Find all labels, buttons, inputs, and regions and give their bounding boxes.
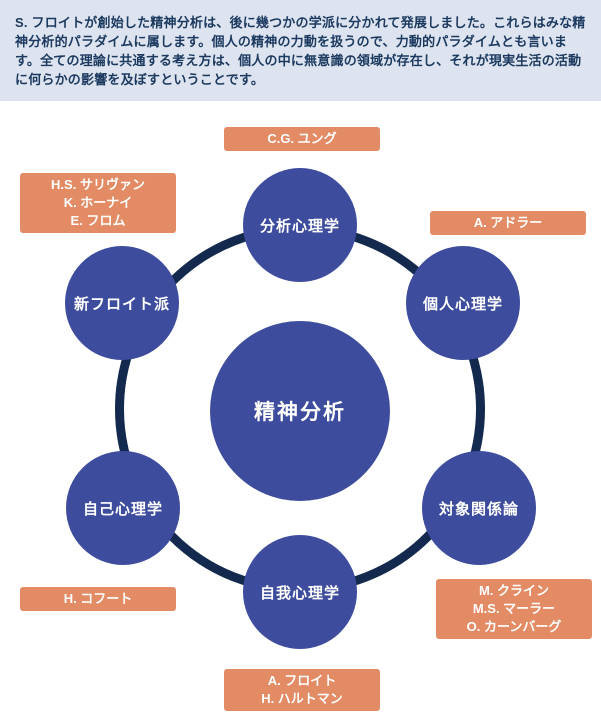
- label-freud-group: A. フロイト H. ハルトマン: [224, 669, 380, 711]
- founder-name: M.S. マーラー: [472, 601, 556, 616]
- founder-name: O. カーンバーグ: [466, 619, 562, 634]
- school-name: 対象関係論: [438, 500, 519, 518]
- psychoanalysis-schools-diagram: 分析心理学 個人心理学 対象関係論 自我心理学 自己心理学 新フロイト派 精神分…: [0, 101, 601, 719]
- school-name: 新フロイト派: [73, 295, 170, 313]
- label-sullivan-group: H.S. サリヴァン K. ホーナイ E. フロム: [20, 173, 176, 233]
- school-name: 分析心理学: [259, 217, 340, 235]
- founder-name: H.S. サリヴァン: [51, 177, 145, 192]
- node-self-psychology: 自己心理学: [66, 451, 180, 565]
- founder-name: M. クライン: [478, 583, 550, 598]
- founder-name: K. ホーナイ: [63, 195, 133, 210]
- founder-name: E. フロム: [70, 213, 126, 228]
- founder-name: A. フロイト: [267, 673, 337, 688]
- node-individual-psychology: 個人心理学: [406, 246, 520, 360]
- label-kohut: H. コフート: [20, 587, 176, 611]
- founder-name: H. コフート: [63, 591, 133, 606]
- school-name: 自我心理学: [259, 584, 340, 602]
- label-klein-group: M. クライン M.S. マーラー O. カーンバーグ: [436, 579, 592, 639]
- label-adler: A. アドラー: [430, 211, 586, 235]
- founder-name: C.G. ユング: [267, 131, 337, 146]
- node-neo-freudian: 新フロイト派: [65, 246, 179, 360]
- intro-panel: S. フロイトが創始した精神分析は、後に幾つかの学派に分かれて発展しました。これ…: [0, 0, 601, 101]
- founder-name: H. ハルトマン: [261, 691, 343, 706]
- founder-name: A. アドラー: [473, 215, 543, 230]
- center-label: 精神分析: [254, 401, 346, 424]
- school-name: 自己心理学: [82, 500, 163, 518]
- node-analytical-psychology: 分析心理学: [243, 168, 357, 282]
- label-jung: C.G. ユング: [224, 127, 380, 151]
- intro-text: S. フロイトが創始した精神分析は、後に幾つかの学派に分かれて発展しました。これ…: [15, 15, 586, 87]
- node-psychoanalysis-center: 精神分析: [210, 321, 390, 501]
- school-name: 個人心理学: [422, 295, 503, 313]
- node-ego-psychology: 自我心理学: [243, 535, 357, 649]
- node-object-relations: 対象関係論: [422, 451, 536, 565]
